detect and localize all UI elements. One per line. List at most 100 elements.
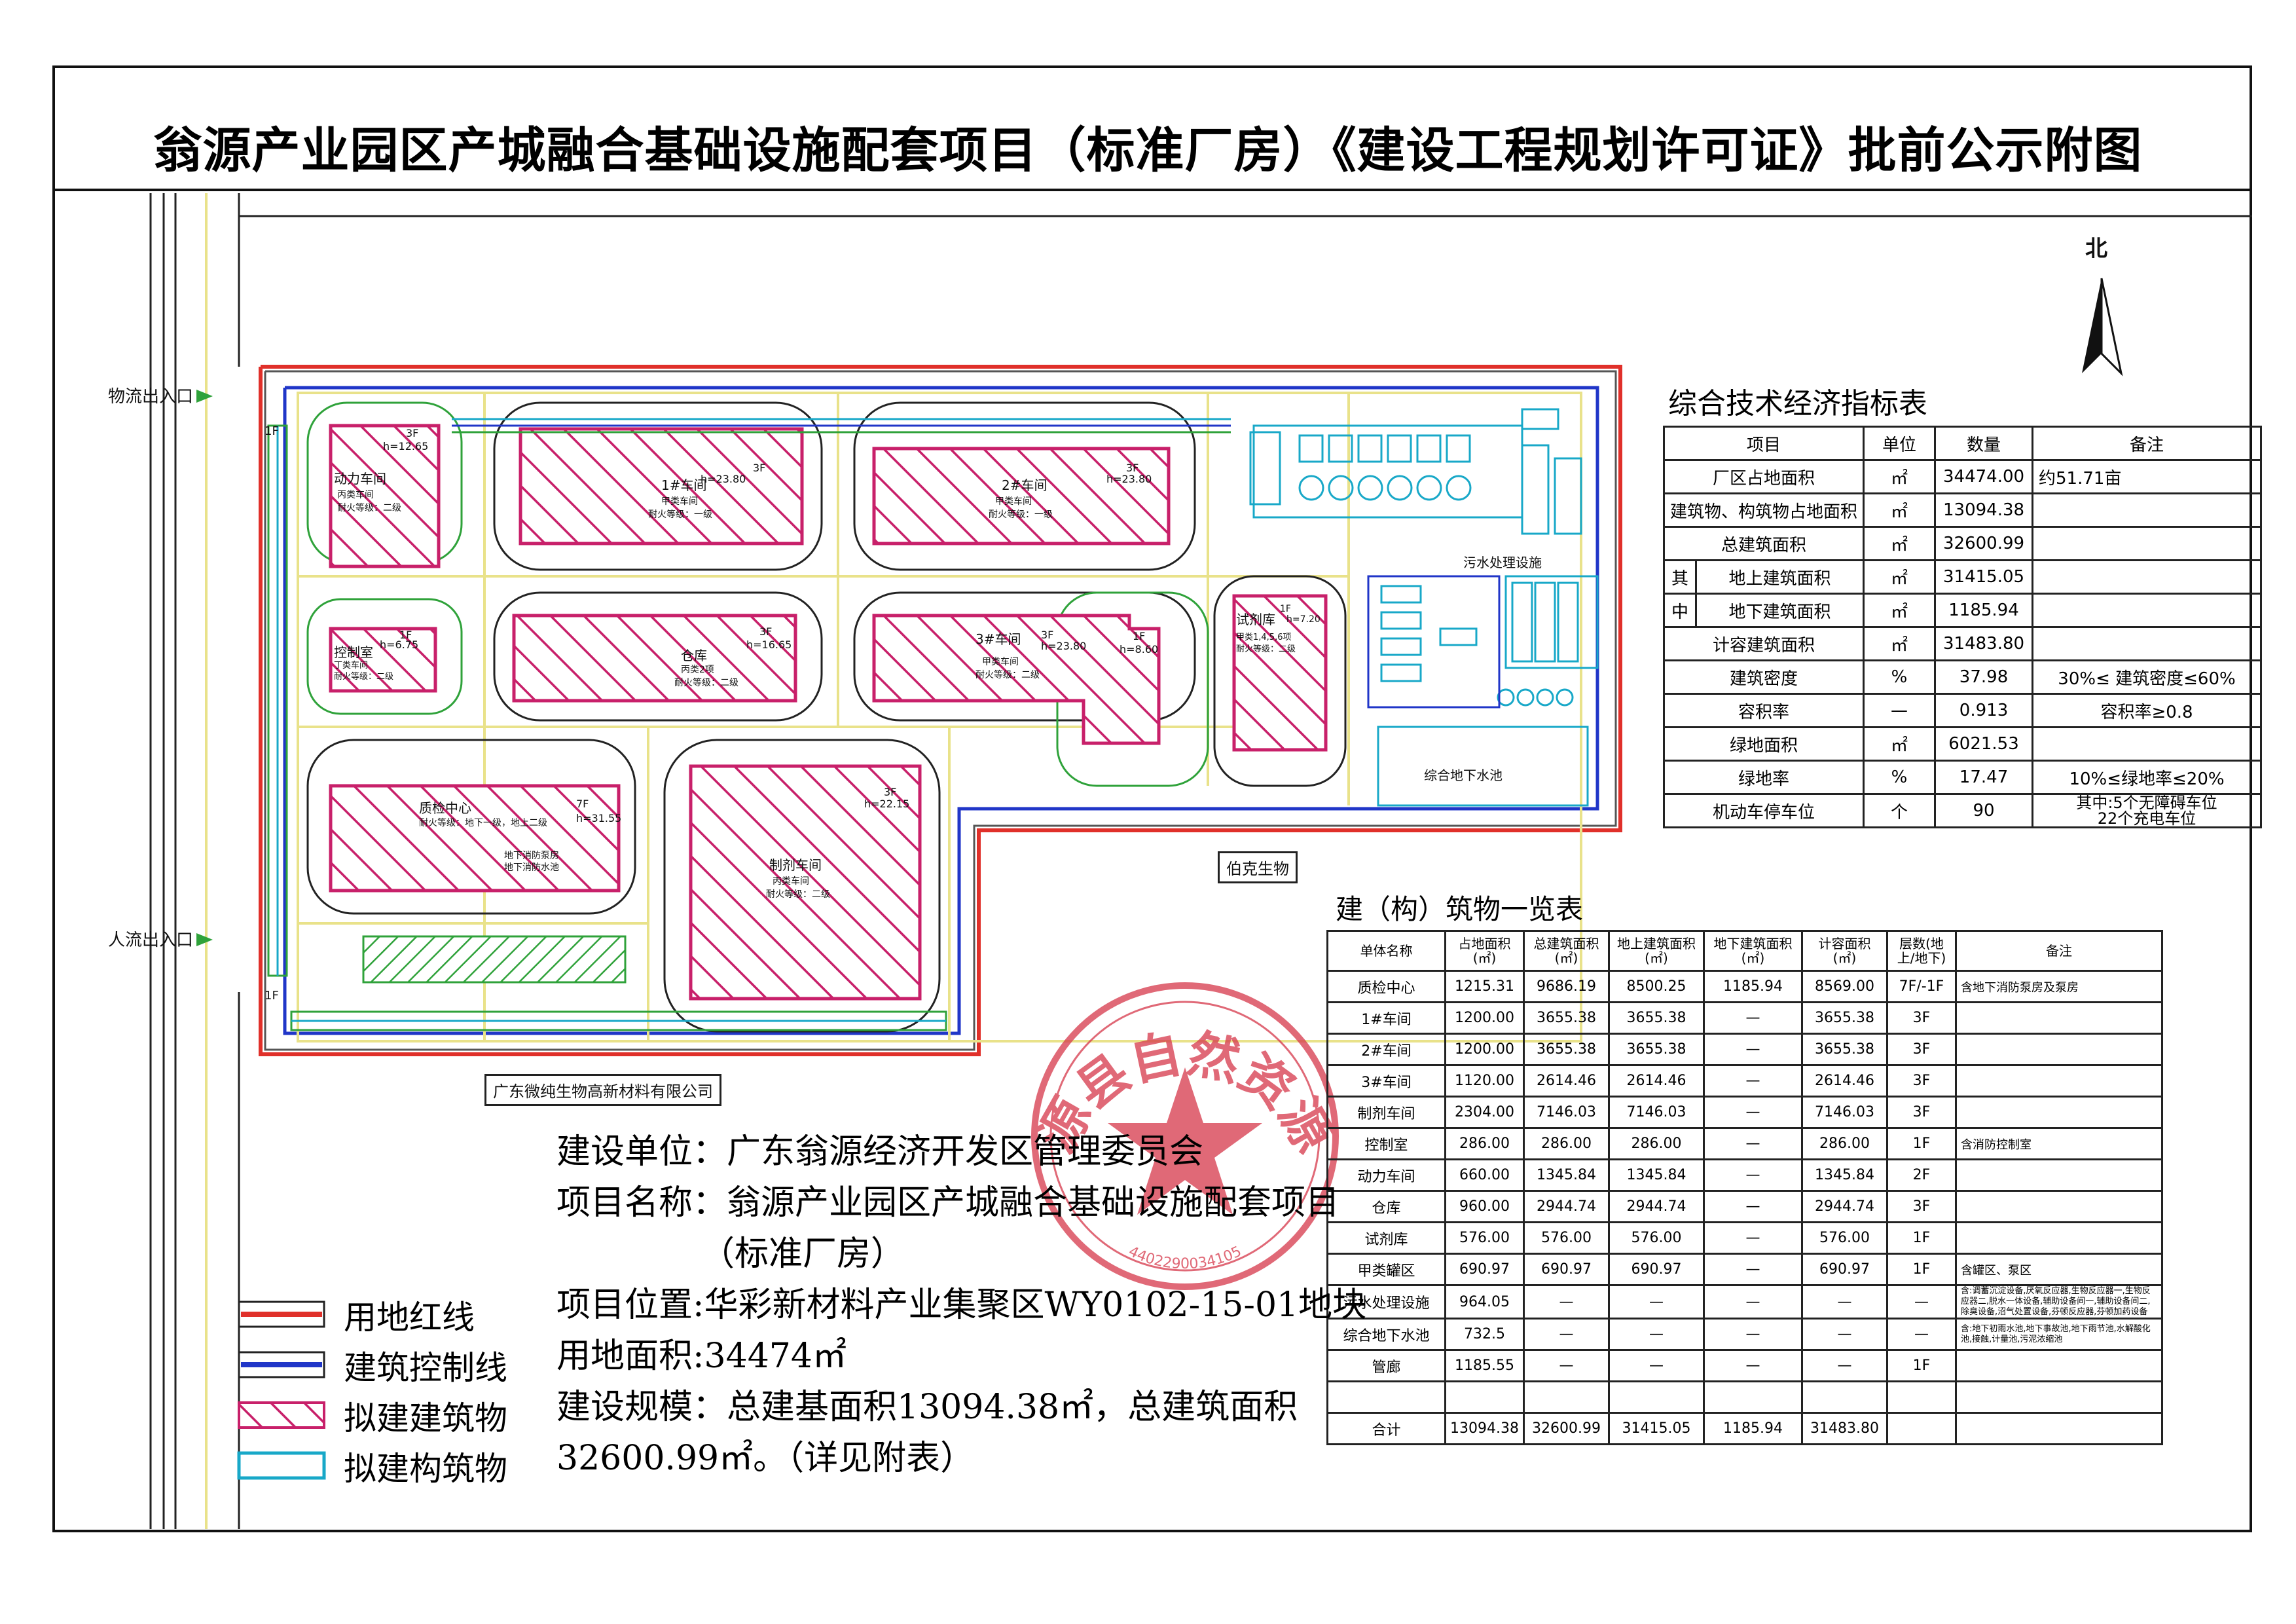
building-prep [689, 764, 922, 1001]
parking-note-1: 其中:5个无障碍车位 [2076, 794, 2217, 812]
table-cell: 286.00 [1607, 1127, 1705, 1160]
table-cell: 3F [1886, 1064, 1957, 1098]
table-cell [1522, 1380, 1610, 1414]
table-cell: 3655.38 [1607, 1001, 1705, 1035]
table-cell: 1345.84 [1607, 1158, 1705, 1192]
table-cell: 3655.38 [1800, 1033, 1888, 1066]
row-item: 建筑物、构筑物占地面积 [1662, 492, 1865, 528]
internal-roads [297, 392, 1582, 1043]
row-note [2032, 593, 2263, 628]
seal-text: 翁源县自然资源局 [0, 0, 1344, 1162]
ws1-floors: 3F [753, 462, 766, 474]
table-cell: — [1702, 1064, 1803, 1098]
ws3-annex-floors: 1F [1133, 630, 1146, 642]
title-divider [52, 189, 2252, 191]
table-cell: 2614.46 [1800, 1064, 1888, 1098]
table-cell: — [1702, 1253, 1803, 1286]
table-cell: 含地下消防泵房及泵房 [1954, 970, 2163, 1003]
table-cell: 1F [1886, 1349, 1957, 1382]
table-cell [1954, 1380, 2163, 1414]
table-cell [1954, 1221, 2163, 1255]
info-scale: 建设规模：总建基面积13094.38㎡，总建筑面积 [556, 1388, 1298, 1427]
svg-text:翁源县自然资源局: 翁源县自然资源局 [0, 0, 1344, 1162]
row-item: 地上建筑面积 [1694, 559, 1865, 595]
sewage-label: 污水处理设施 [1463, 555, 1542, 570]
qc-note3: 地下消防水池 [504, 862, 559, 873]
row-unit: % [1863, 659, 1937, 695]
neighbor-east-label: 伯克生物 [1218, 851, 1298, 883]
sub-label: 其 [1663, 559, 1697, 595]
testlib-height: h=7.20 [1286, 614, 1321, 625]
warehouse-note2: 耐火等级：二级 [674, 678, 738, 688]
north-arrow [2082, 278, 2123, 377]
table-cell [1954, 1033, 2163, 1066]
table-row: 容积率 — 0.913 容积率≥0.8 [1662, 693, 2263, 728]
table-cell: 9686.19 [1522, 970, 1610, 1003]
row-item: 厂区占地面积 [1662, 459, 1865, 494]
table-cell: 31415.05 [1607, 1412, 1705, 1445]
building-warehouse [512, 614, 797, 703]
building-list-table: 单体名称 占地面积(㎡) 总建筑面积(㎡) 地上建筑面积(㎡) 地下建筑面积(㎡… [1326, 930, 2163, 1445]
table-cell: 含:调蓄沉淀设备,厌氧反应器,生物反应器一,生物反应器二,脱水一体设备,辅助设备… [1954, 1284, 2163, 1320]
row-note: 30%≤ 建筑密度≤60% [2032, 659, 2263, 695]
table-cell: 1120.00 [1444, 1064, 1525, 1098]
info-scale-cont: 32600.99㎡。（详见附表） [556, 1439, 975, 1478]
underground-pool-label: 综合地下水池 [1424, 767, 1503, 783]
table-cell [1954, 1190, 2163, 1223]
table-cell: 2614.46 [1607, 1064, 1705, 1098]
table-cell: — [1702, 1284, 1803, 1320]
table-cell: 1215.31 [1444, 970, 1525, 1003]
table-cell: 仓库 [1326, 1190, 1446, 1223]
table-row: 总建筑面积 ㎡ 32600.99 [1662, 526, 2263, 561]
table-cell [1954, 1001, 2163, 1035]
info-builder: 建设单位：广东翁源经济开发区管理委员会 [556, 1132, 1204, 1172]
warehouse-height: h=16.65 [746, 638, 792, 651]
row-qty: 32600.99 [1934, 526, 2034, 561]
table-row: 中 地下建筑面积 ㎡ 1185.94 [1663, 593, 2263, 628]
control-note2: 耐火等级：二级 [334, 672, 394, 682]
west-pipe-gallery [267, 424, 288, 977]
table-cell: — [1702, 1033, 1803, 1066]
table-cell: — [1800, 1284, 1888, 1320]
info-project-name: 项目名称：翁源产业园区产城融合基础设施配套项目 [556, 1183, 1340, 1223]
table-cell: 1185.55 [1444, 1349, 1525, 1382]
header-cell: 总建筑面积(㎡) [1522, 930, 1610, 972]
warehouse-name: 仓库 [681, 648, 707, 663]
building-ws1 [519, 427, 804, 545]
row-item: 建筑密度 [1662, 659, 1865, 695]
tank-farm [1249, 424, 1523, 519]
table-cell: 964.05 [1444, 1284, 1525, 1320]
building-ws3 [872, 614, 1161, 745]
table-cell: 试剂库 [1326, 1221, 1446, 1255]
table-cell: 3F [1886, 1096, 1957, 1129]
table-cell: — [1800, 1349, 1888, 1382]
header-unit: 单位 [1863, 426, 1937, 461]
row-qty: 31415.05 [1934, 559, 2034, 595]
table-cell: 690.97 [1444, 1253, 1525, 1286]
row-unit: % [1863, 760, 1937, 795]
gallery-floor-bottom: 1F [264, 989, 279, 1003]
table-cell: — [1607, 1318, 1705, 1351]
table-cell: 3655.38 [1522, 1001, 1610, 1035]
row-unit: ㎡ [1863, 726, 1937, 762]
underground-pool-outline [1377, 726, 1589, 807]
table-cell [1326, 1380, 1446, 1414]
header-cell: 层数(地上/地下) [1886, 930, 1957, 972]
row-note: 约51.71亩 [2032, 459, 2263, 494]
table-cell: 8569.00 [1800, 970, 1888, 1003]
building-qc [329, 784, 621, 893]
qc-name: 质检中心 [419, 800, 471, 816]
table-cell: 3655.38 [1522, 1033, 1610, 1066]
table-cell: 690.97 [1607, 1253, 1705, 1286]
ws2-height: h=23.80 [1106, 473, 1152, 485]
ws3-floors: 3F [1041, 629, 1054, 641]
table-row: 绿地率 % 17.47 10%≤绿地率≤20% [1662, 760, 2263, 795]
table-cell: — [1522, 1284, 1610, 1320]
table-cell: — [1800, 1318, 1888, 1351]
table-cell: — [1607, 1284, 1705, 1320]
row-qty: 13094.38 [1934, 492, 2034, 528]
